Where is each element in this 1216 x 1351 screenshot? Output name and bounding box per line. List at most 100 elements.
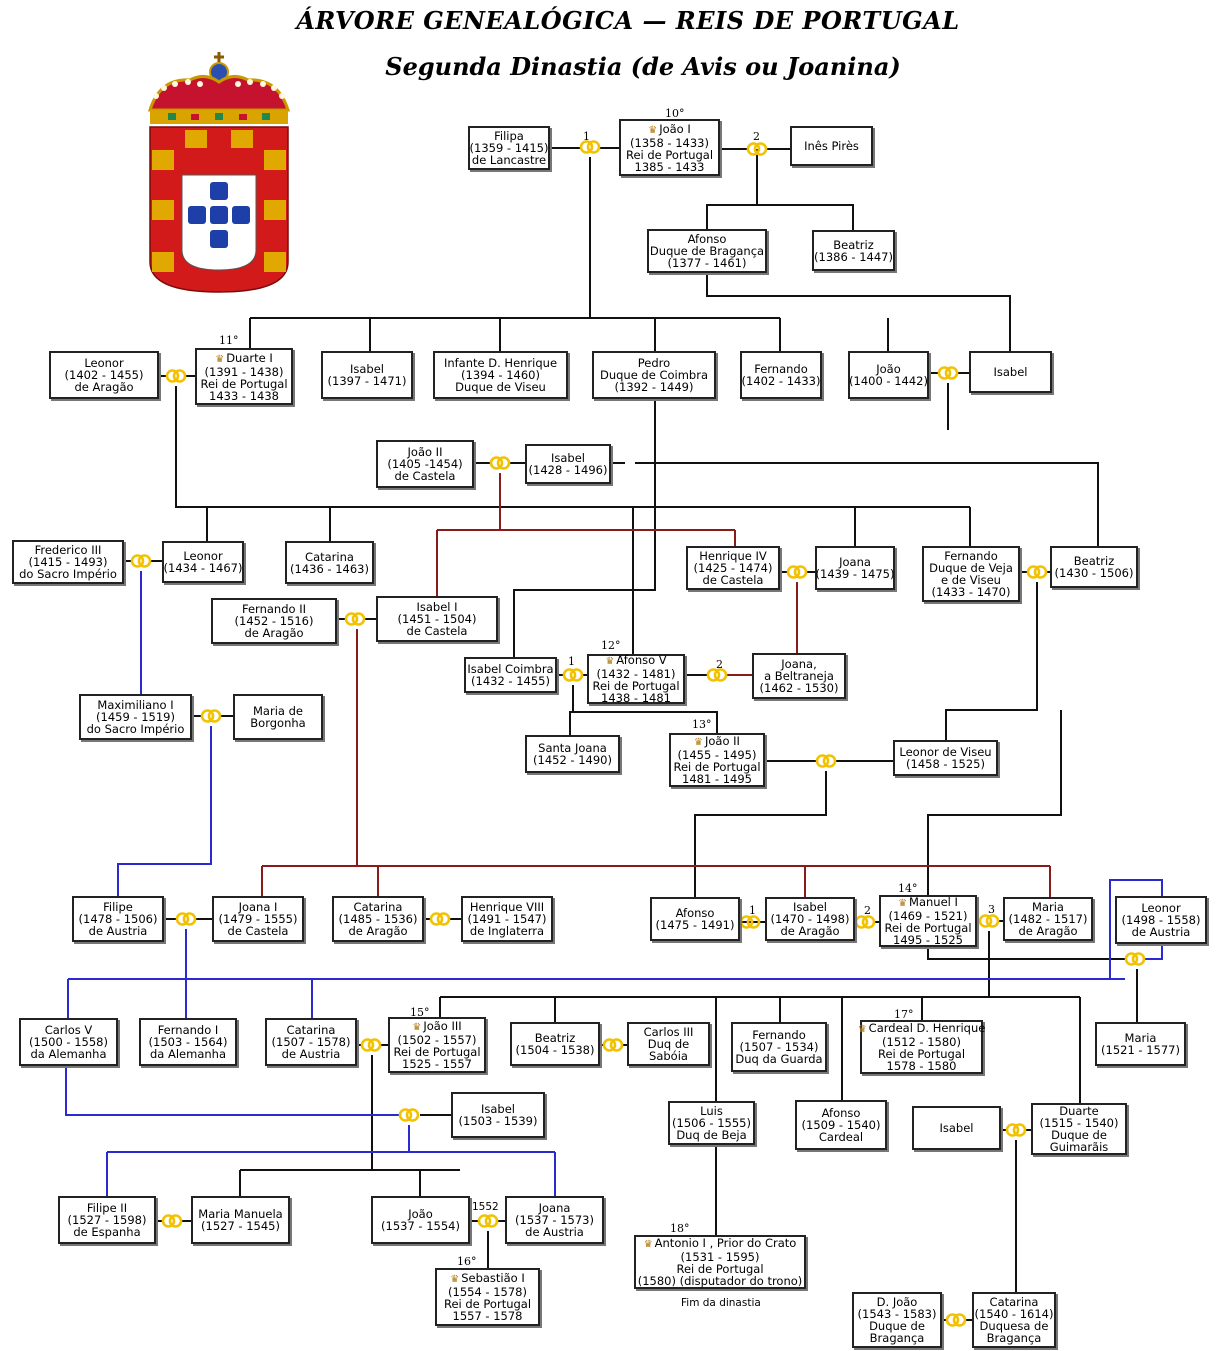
person-line-text: Joana <box>839 555 871 569</box>
person-line-text: Rei de Portugal <box>200 376 288 391</box>
person-line: (1503 - 1564) <box>149 1036 228 1048</box>
person-line: 1578 - 1580 <box>887 1060 957 1072</box>
person-box-isabel1397: Isabel(1397 - 1471) <box>321 351 413 399</box>
person-line-text: (1451 - 1504) <box>397 612 477 626</box>
person-line-text: do Sacro Império <box>19 567 117 581</box>
person-line: (1469 - 1521) <box>889 910 968 922</box>
tree-connector <box>706 149 758 229</box>
wedding-rings-icon <box>978 914 1000 928</box>
person-line: a Beltraneja <box>764 670 834 682</box>
person-line-text: Maria <box>1124 1031 1157 1045</box>
person-box-beatriz1504: Beatriz(1504 - 1538) <box>510 1022 600 1066</box>
person-line: (1394 - 1460) <box>461 369 540 381</box>
person-line-text: Manuel I <box>909 895 958 909</box>
person-line-text: Catarina <box>286 1023 336 1037</box>
person-line: (1478 - 1506) <box>79 913 158 925</box>
person-box-filipe-austria: Filipe(1478 - 1506)de Austria <box>72 896 164 942</box>
person-line: Luis <box>700 1105 723 1117</box>
person-line: Maria <box>1032 901 1064 913</box>
person-line: (1391 - 1438) <box>205 366 284 378</box>
person-box-santa-joana: Santa Joana(1452 - 1490) <box>525 735 620 773</box>
person-line-text: Rei de Portugal <box>877 1047 966 1061</box>
person-line-text: de Espanha <box>73 1225 141 1239</box>
person-line-text: Leonor <box>183 549 223 563</box>
tree-connector <box>635 462 1099 546</box>
person-line-text: de Castela <box>406 624 468 638</box>
person-line-text: Fernando <box>754 362 808 376</box>
wedding-rings-icon <box>815 754 837 768</box>
person-line: do Sacro Império <box>87 723 185 735</box>
person-line: Henrique VIII <box>470 901 544 913</box>
person-line: (1425 - 1474) <box>694 562 773 574</box>
person-line-text: Sebastião I <box>461 1271 525 1285</box>
person-box-joana-austria: Joana(1537 - 1573)de Austria <box>505 1196 604 1244</box>
person-line-text: 1433 - 1438 <box>209 388 279 403</box>
person-line-text: de Aragão <box>244 626 304 640</box>
king-ordinal: 13° <box>692 718 712 731</box>
person-line: (1527 - 1545) <box>201 1220 280 1232</box>
person-line: Rei de Portugal <box>592 680 679 692</box>
person-line: de Aragão <box>1018 925 1077 937</box>
person-line-text: Duque de <box>869 1319 925 1333</box>
tree-connector <box>945 582 1038 740</box>
person-line-text: Rei de Portugal <box>592 679 680 693</box>
person-line-text: Rei de Portugal <box>673 760 761 774</box>
king-ordinal: 11° <box>219 334 239 347</box>
person-line: de Castela <box>395 470 456 482</box>
person-box-carlos5: Carlos V(1500 - 1558)da Alemanha <box>19 1018 118 1066</box>
marriage-number: 1 <box>749 904 756 917</box>
person-line: Isabel I <box>416 601 457 613</box>
person-line-text: Filipa <box>494 129 524 143</box>
person-box-leonor-austria: Leonor(1498 - 1558)de Austria <box>1115 896 1207 944</box>
person-line: Rei de Portugal <box>393 1046 480 1058</box>
person-line: Maximiliano I <box>97 699 173 711</box>
crown-icon: ♛ <box>648 124 658 136</box>
person-line: ♛João I <box>648 123 691 137</box>
person-line-text: Infante D. Henrique <box>443 356 558 370</box>
person-line-text: (1402 - 1455) <box>64 368 144 382</box>
person-box-henrique8: Henrique VIII(1491 - 1547)de Inglaterra <box>461 896 553 942</box>
diagram-title: ÁRVORE GENEALÓGICA — REIS DE PORTUGAL <box>296 6 960 35</box>
person-line: Isabel <box>481 1103 515 1115</box>
person-line: 1525 - 1557 <box>402 1058 472 1070</box>
person-line: Beatriz <box>535 1032 575 1044</box>
person-line: (1439 - 1475) <box>816 568 895 580</box>
person-line-text: 1578 - 1580 <box>886 1059 957 1073</box>
person-line: Fernando II <box>242 603 306 615</box>
person-box-isabel1428: Isabel(1428 - 1496) <box>525 444 611 484</box>
person-line: Rei de Portugal <box>878 1048 965 1060</box>
person-box-fernando-guarda: Fernando(1507 - 1534)Duq da Guarda <box>731 1022 827 1072</box>
person-line-text: (1402 - 1433) <box>741 374 821 388</box>
person-line-text: (1425 - 1474) <box>693 561 773 575</box>
person-line-text: Beatriz <box>1073 554 1115 568</box>
person-line-text: (1430 - 1506) <box>1054 566 1134 580</box>
king-ordinal: 12° <box>601 639 621 652</box>
person-line: ♛Antonio I , Prior do Crato <box>644 1237 797 1251</box>
person-line: de Espanha <box>73 1226 140 1238</box>
person-line: (1509 - 1540) <box>802 1119 881 1131</box>
person-line: Leonor de Viseu <box>899 746 991 758</box>
person-line-text: de Austria <box>281 1047 341 1061</box>
person-line: Duq da Guarda <box>735 1053 822 1065</box>
person-line-text: Luis <box>700 1104 723 1118</box>
person-line-text: Henrique IV <box>699 549 767 563</box>
person-line: (1377 - 1461) <box>668 257 747 269</box>
person-line-text: Isabel <box>993 365 1028 379</box>
person-line: (1540 - 1614) <box>975 1308 1054 1320</box>
person-box-maria1521: Maria(1521 - 1577) <box>1095 1022 1186 1066</box>
person-line: Filipa <box>494 130 524 142</box>
person-line: (1430 - 1506) <box>1055 567 1134 579</box>
person-line-text: Duque de Viseu <box>455 380 546 394</box>
person-line-text: da Alemanha <box>30 1047 107 1061</box>
person-line-text: Fernando I <box>157 1023 219 1037</box>
person-line-text: Duarte <box>1059 1104 1099 1118</box>
person-line-text: Duq de <box>647 1037 690 1051</box>
person-line-text: (1452 - 1516) <box>234 614 314 628</box>
wedding-rings-icon <box>1026 565 1048 579</box>
person-box-leonor1434: Leonor(1434 - 1467) <box>162 541 244 583</box>
person-line: Fernando I <box>158 1024 219 1036</box>
